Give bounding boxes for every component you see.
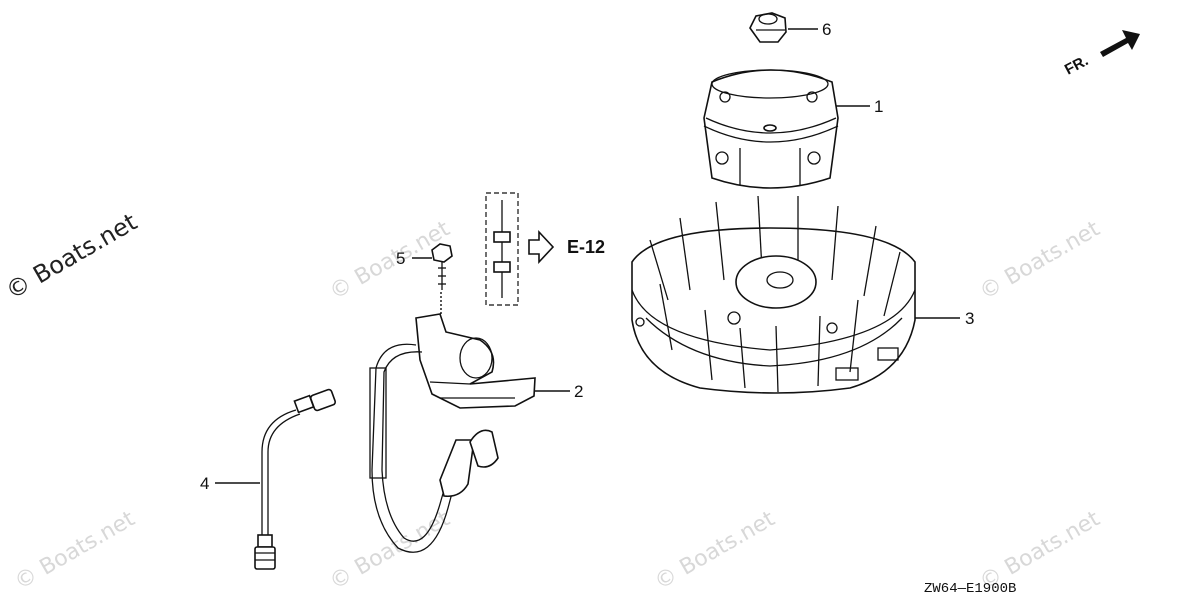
- fr-arrow-icon: [1100, 30, 1140, 57]
- part-ignition-coil: 2: [369, 313, 583, 553]
- callout-4: 4: [200, 474, 209, 493]
- watermark: © Boats.net: [1, 208, 142, 305]
- front-direction-indicator: FR.: [1062, 30, 1140, 79]
- diagram-code: ZW64—E1900B: [924, 581, 1016, 597]
- watermarks: © Boats.net © Boats.net © Boats.net © Bo…: [1, 208, 1105, 595]
- part-starter-cup: 1: [703, 69, 883, 189]
- part-bolt: 5: [396, 243, 453, 315]
- watermark: © Boats.net: [11, 506, 140, 595]
- callout-6: 6: [822, 20, 831, 39]
- watermark: © Boats.net: [651, 506, 780, 595]
- watermark: © Boats.net: [976, 216, 1105, 305]
- callout-1: 1: [874, 97, 883, 116]
- part-stop-wire: 4: [200, 388, 337, 570]
- callout-5: 5: [396, 249, 405, 268]
- callout-2: 2: [574, 382, 583, 401]
- part-flywheel: 3: [631, 195, 974, 394]
- reference-arrow-icon: [528, 229, 555, 265]
- callout-3: 3: [965, 309, 974, 328]
- reference-bolt-group: E-12: [485, 192, 605, 306]
- part-nut: 6: [749, 12, 831, 43]
- fr-label: FR.: [1062, 52, 1091, 78]
- reference-label: E-12: [567, 237, 605, 257]
